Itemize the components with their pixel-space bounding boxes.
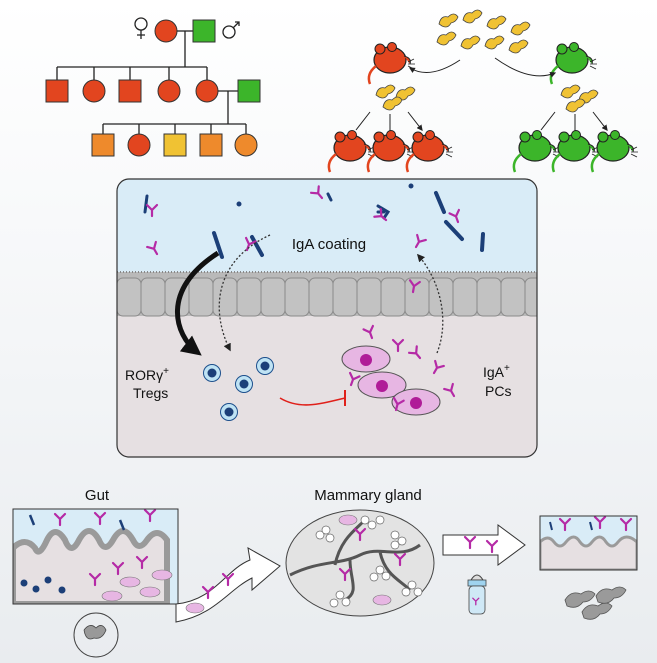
pedigree-child-2 xyxy=(82,79,106,103)
pedigree-mother xyxy=(154,19,178,43)
pedigree-grandchild-5 xyxy=(234,133,258,157)
bacteria-cluster-source xyxy=(436,9,531,54)
pedigree-spouse xyxy=(237,79,261,103)
mouse-microbiota-transfer xyxy=(327,9,640,174)
pc-label-line2: PCs xyxy=(485,383,511,399)
iga-coating-label: IgA coating xyxy=(292,236,366,253)
bacteria-to-treg-arrow xyxy=(175,250,220,356)
inhibition-arrow xyxy=(279,390,346,406)
mouse-icon xyxy=(549,41,599,86)
treg-label-line2: Tregs xyxy=(133,385,168,401)
gut-label: Gut xyxy=(85,487,110,504)
intestinal-mucosa-panel: IgA coating RORγ+ Tregs IgA+ PCs xyxy=(116,178,538,458)
mammary-gland-label: Mammary gland xyxy=(314,487,422,504)
pedigree-grandchild-1 xyxy=(91,133,115,157)
iga-secretion-arrow xyxy=(416,253,444,354)
pedigree-child-5 xyxy=(195,79,219,103)
pup-mice-icon xyxy=(564,586,627,620)
bottom-transfer-panel: Gut Mammary gland xyxy=(12,487,638,658)
male-symbol-icon xyxy=(222,21,240,39)
gut-tissue-box xyxy=(12,508,179,605)
mouse-icon xyxy=(367,41,417,86)
pedigree-child-3 xyxy=(118,79,142,103)
treg-label: RORγ+ xyxy=(125,366,169,383)
pedigree-father xyxy=(192,19,216,43)
pedigree-child-4 xyxy=(157,79,181,103)
pc-label: IgA+ xyxy=(483,363,510,380)
mouse-icon xyxy=(590,129,640,174)
female-symbol-icon xyxy=(134,17,148,39)
pedigree-chart xyxy=(45,17,261,157)
milk-transfer-arrow xyxy=(442,524,526,566)
dotted-feedback-arrow xyxy=(218,234,271,352)
pedigree-grandchild-2 xyxy=(127,133,151,157)
pedigree-grandchild-3 xyxy=(163,133,187,157)
mouse-icon xyxy=(405,129,455,174)
epithelium-layer xyxy=(117,271,537,317)
mammary-gland-diagram xyxy=(285,509,435,617)
pedigree-child-1 xyxy=(45,79,69,103)
baby-bottle-icon xyxy=(467,574,487,615)
lumen-bacteria xyxy=(143,183,485,259)
stomach-icon xyxy=(73,612,119,658)
pedigree-grandchild-4 xyxy=(199,133,223,157)
offspring-gut-box xyxy=(539,515,638,571)
